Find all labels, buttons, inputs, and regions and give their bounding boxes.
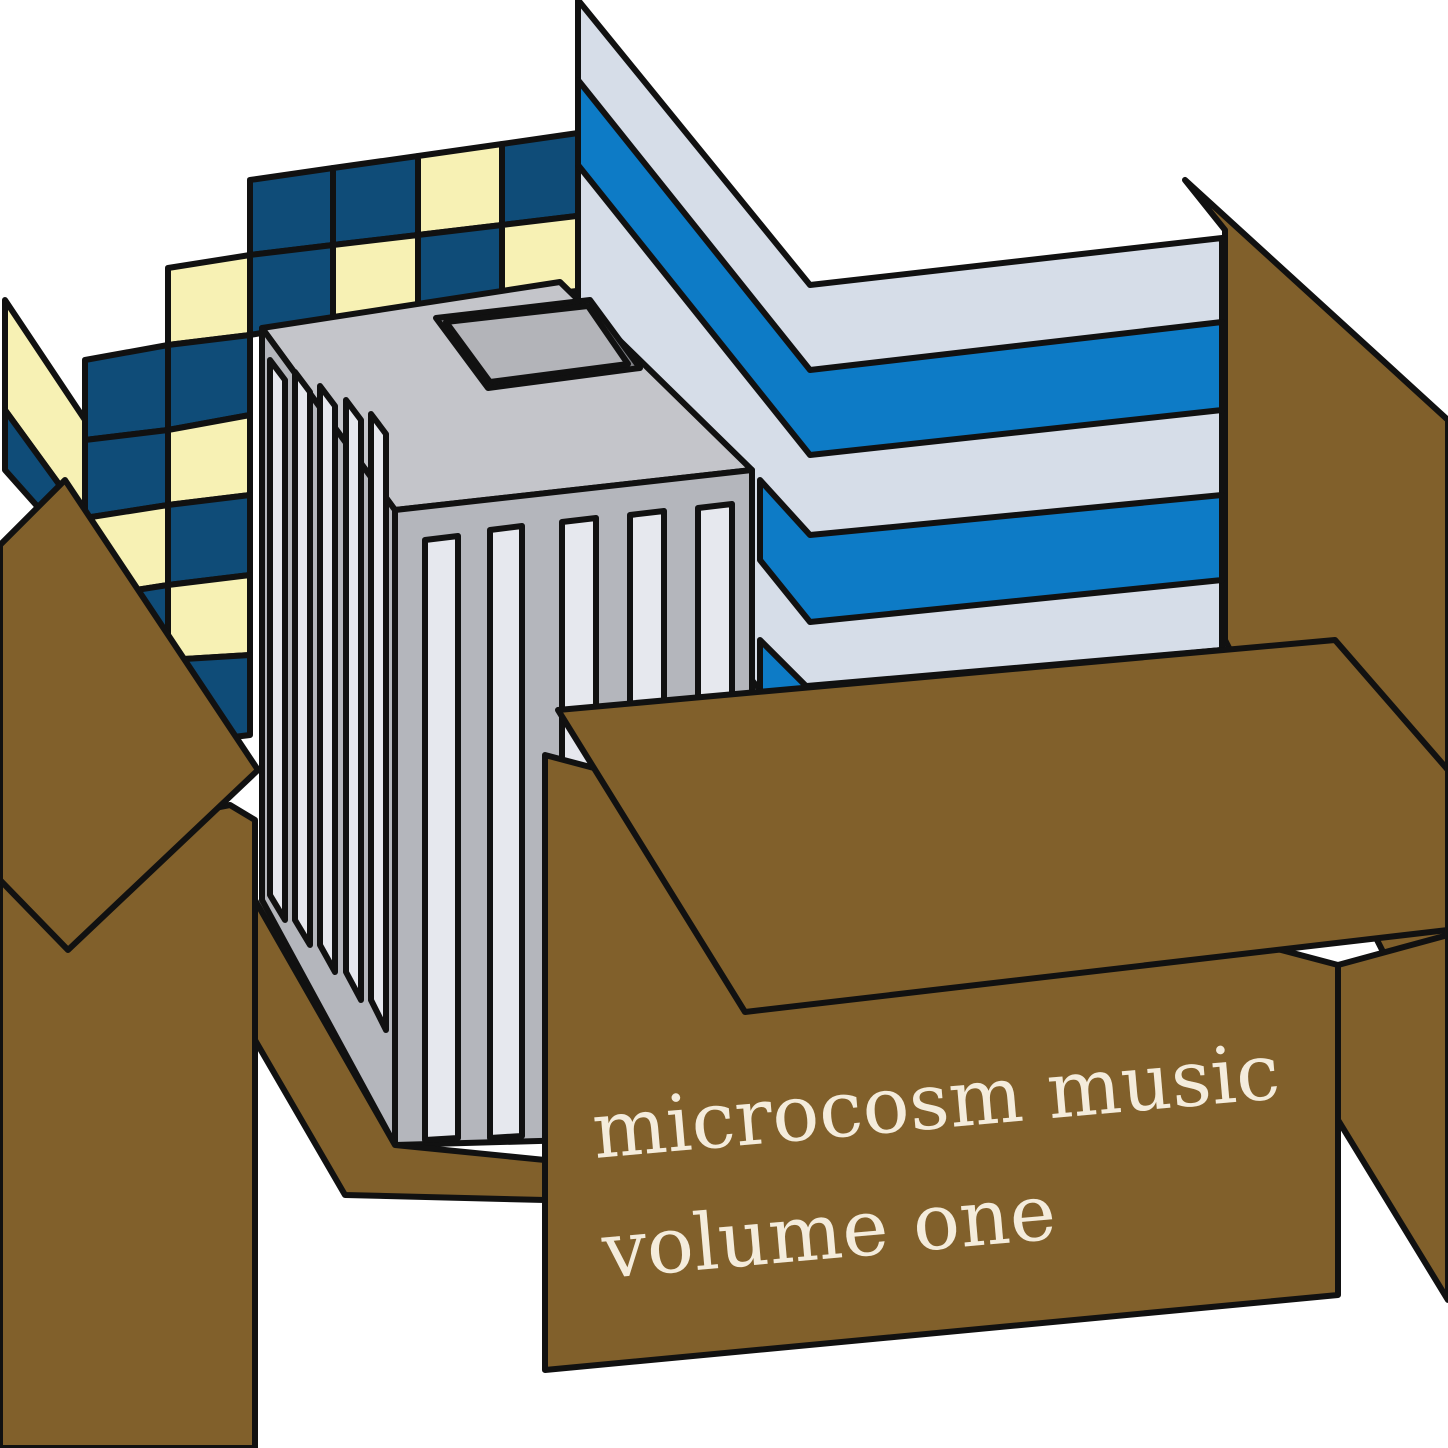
cardboard-box <box>0 477 1448 1448</box>
